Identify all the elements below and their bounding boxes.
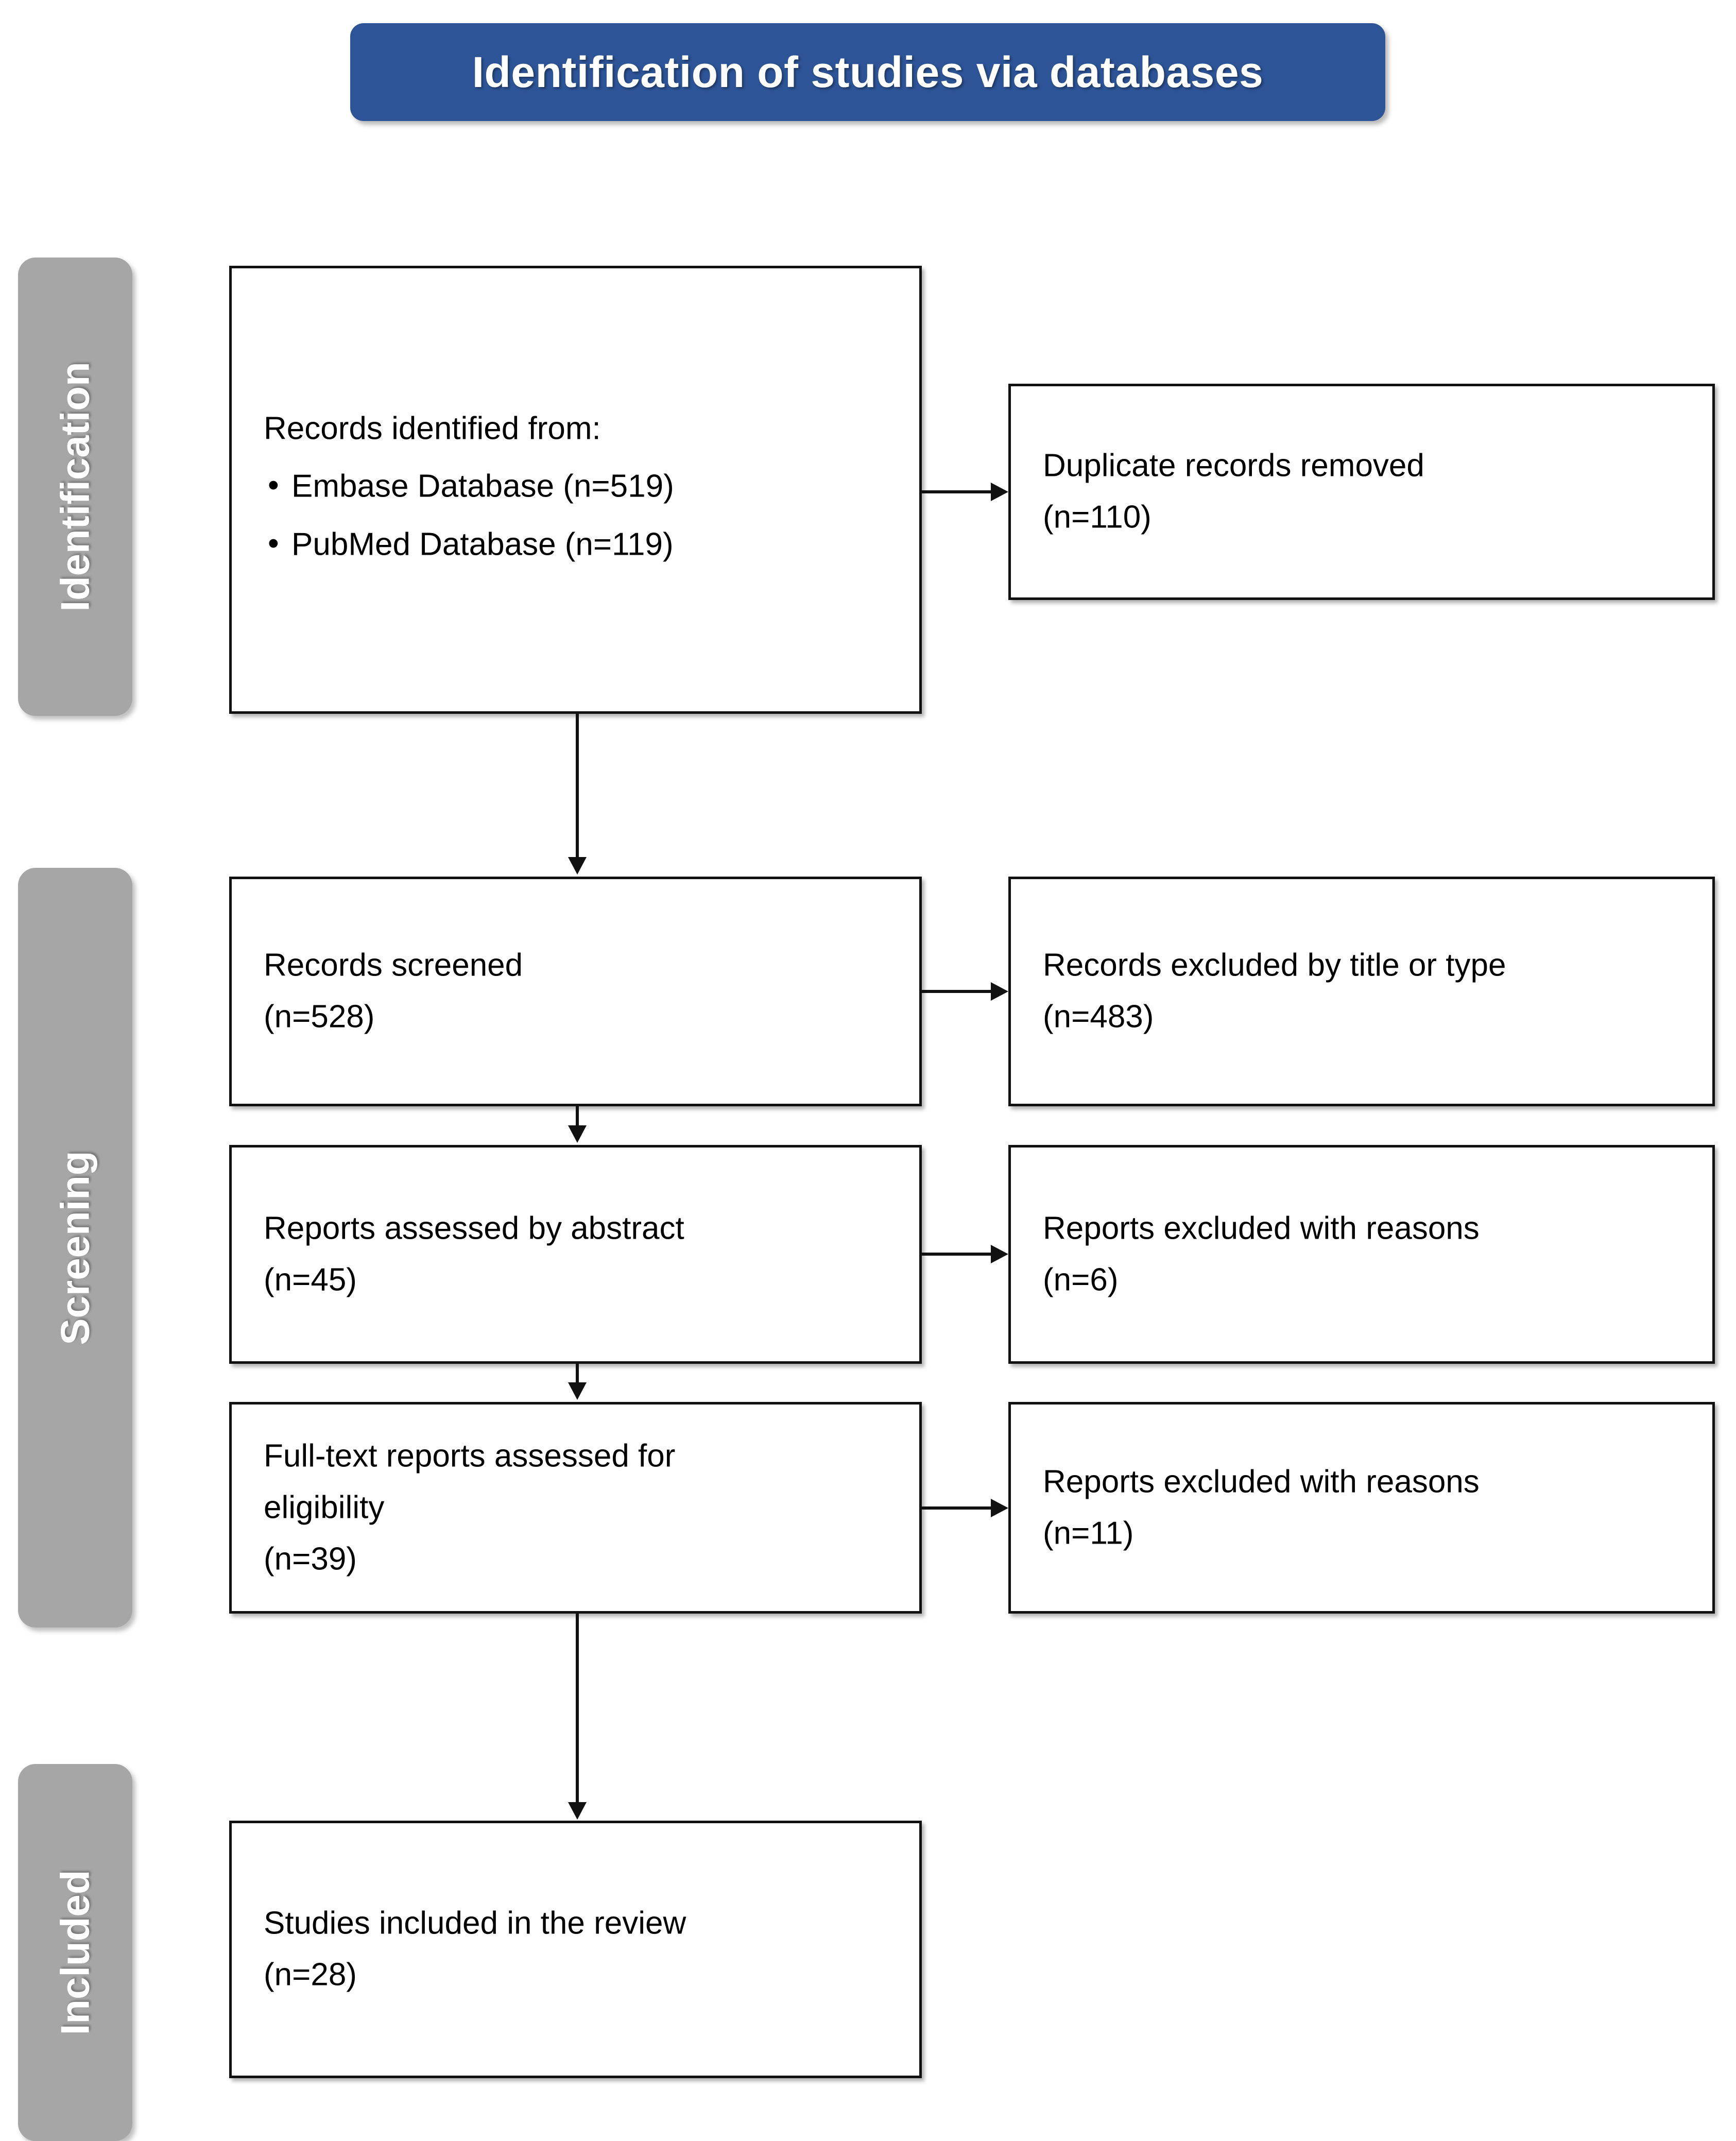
list-item-label: PubMed Database (n=119) <box>291 526 674 562</box>
box-records-screened-body: Records screened (n=528) <box>264 940 899 1043</box>
box-records-identified-body: Records identified from: • Embase Databa… <box>264 403 899 576</box>
connector-fulltext-to-excluded <box>922 1506 994 1510</box>
excluded-fulltext-count: (n=11) <box>1043 1515 1134 1551</box>
arrow-down-icon <box>568 857 587 875</box>
box-records-screened: Records screened (n=528) <box>229 877 922 1106</box>
box-reports-excluded-abstract-body: Reports excluded with reasons (n=6) <box>1043 1203 1692 1306</box>
box-reports-assessed-by-abstract: Reports assessed by abstract (n=45) <box>229 1145 922 1364</box>
fulltext-count: (n=39) <box>264 1541 357 1577</box>
list-item: • Embase Database (n=519) <box>264 461 899 512</box>
arrow-right-icon <box>991 982 1008 1001</box>
abstract-count: (n=45) <box>264 1262 357 1298</box>
box-duplicate-records-removed-body: Duplicate records removed (n=110) <box>1043 440 1692 544</box>
excluded-abstract-count: (n=6) <box>1043 1262 1119 1298</box>
stage-label-screening: Screening <box>18 868 132 1628</box>
duplicates-count: (n=110) <box>1043 500 1151 535</box>
excluded-abstract-line-1: Reports excluded with reasons <box>1043 1210 1480 1246</box>
connector-fulltext-to-included <box>576 1614 579 1803</box>
box-fulltext-reports-assessed-body: Full-text reports assessed for eligibili… <box>264 1430 899 1585</box>
stage-label-included: Included <box>18 1764 132 2141</box>
stage-label-included-text: Included <box>52 1870 98 2035</box>
box-studies-included-body: Studies included in the review (n=28) <box>264 1898 899 2001</box>
connector-screened-to-excluded-title <box>922 990 994 993</box>
box-reports-excluded-fulltext: Reports excluded with reasons (n=11) <box>1008 1402 1715 1614</box>
included-line-1: Studies included in the review <box>264 1905 686 1941</box>
box-reports-assessed-by-abstract-body: Reports assessed by abstract (n=45) <box>264 1203 899 1306</box>
box-fulltext-reports-assessed: Full-text reports assessed for eligibili… <box>229 1402 922 1614</box>
stage-label-identification-text: Identification <box>52 362 98 612</box>
arrow-down-icon <box>568 1802 587 1820</box>
excluded-title-count: (n=483) <box>1043 999 1154 1035</box>
connector-identified-to-screened <box>576 714 579 859</box>
arrow-down-icon <box>568 1382 587 1400</box>
box-records-excluded-by-title-body: Records excluded by title or type (n=483… <box>1043 940 1692 1043</box>
box-studies-included: Studies included in the review (n=28) <box>229 1821 922 2078</box>
arrow-right-icon <box>991 483 1008 501</box>
screened-count: (n=528) <box>264 999 375 1035</box>
abstract-line-1: Reports assessed by abstract <box>264 1210 684 1246</box>
fulltext-line-2: eligibility <box>264 1489 385 1526</box>
duplicates-line-1: Duplicate records removed <box>1043 448 1424 484</box>
box-reports-excluded-fulltext-body: Reports excluded with reasons (n=11) <box>1043 1456 1692 1560</box>
bullet-icon: • <box>268 525 279 561</box>
diagram-title-banner: Identification of studies via databases <box>350 23 1385 121</box>
box-duplicate-records-removed: Duplicate records removed (n=110) <box>1008 384 1715 600</box>
connector-screened-to-abstract <box>576 1106 579 1127</box>
stage-label-screening-text: Screening <box>52 1150 98 1345</box>
fulltext-line-1: Full-text reports assessed for <box>264 1437 676 1474</box>
list-item: • PubMed Database (n=119) <box>264 519 899 570</box>
box-records-identified: Records identified from: • Embase Databa… <box>229 266 922 714</box>
included-count: (n=28) <box>264 1957 357 1993</box>
diagram-title-text: Identification of studies via databases <box>472 47 1264 96</box>
excluded-title-line-1: Records excluded by title or type <box>1043 947 1506 983</box>
screened-line-1: Records screened <box>264 947 523 983</box>
connector-identified-to-duplicates <box>922 490 994 493</box>
arrow-right-icon <box>991 1499 1008 1517</box>
box-reports-excluded-abstract: Reports excluded with reasons (n=6) <box>1008 1145 1715 1364</box>
list-item-label: Embase Database (n=519) <box>291 468 674 504</box>
stage-label-identification: Identification <box>18 258 132 716</box>
arrow-right-icon <box>991 1245 1008 1263</box>
connector-abstract-to-fulltext <box>576 1364 579 1384</box>
connector-abstract-to-excluded <box>922 1253 994 1256</box>
arrow-down-icon <box>568 1125 587 1143</box>
records-identified-source-list: • Embase Database (n=519) • PubMed Datab… <box>264 461 899 571</box>
bullet-icon: • <box>268 467 279 503</box>
excluded-fulltext-line-1: Reports excluded with reasons <box>1043 1464 1480 1500</box>
box-records-excluded-by-title: Records excluded by title or type (n=483… <box>1008 877 1715 1106</box>
records-identified-heading: Records identified from: <box>264 410 601 447</box>
